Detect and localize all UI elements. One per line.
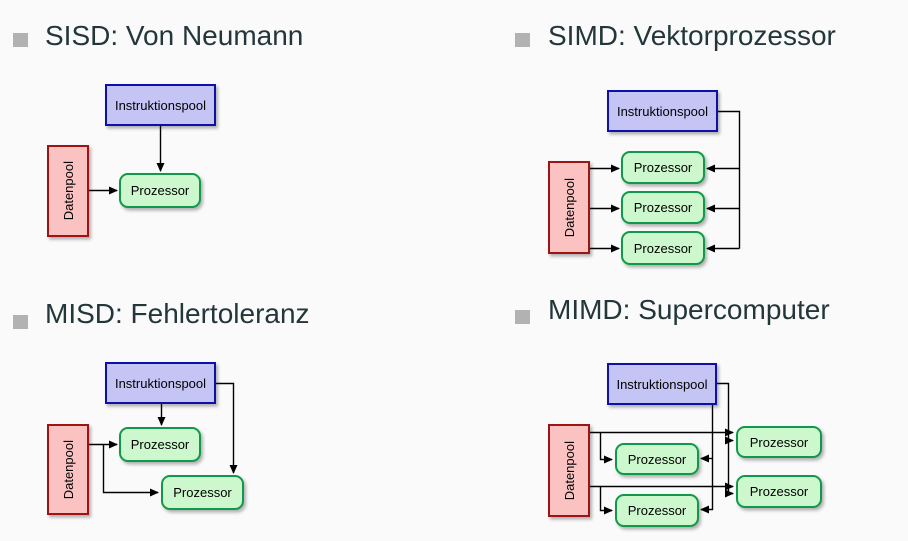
instruction-pool-label: Instruktionspool — [114, 97, 207, 113]
quadrant-title: MISD: Fehlertoleranz — [45, 298, 310, 329]
instruction-pool-label: Instruktionspool — [616, 103, 709, 119]
data-pool-label: Datenpool — [561, 440, 577, 501]
processor-label: Prozessor — [749, 484, 809, 499]
processor-label: Prozessor — [130, 437, 190, 452]
processor-label: Prozessor — [627, 451, 687, 467]
data-pool-box: Datenpool — [47, 145, 89, 237]
quadrant-misd: MISD: Fehlertoleranz Instruktionspool Da… — [0, 270, 454, 541]
bullet-icon — [13, 33, 28, 47]
instruction-pool-box: Instruktionspool — [105, 362, 216, 404]
processor-box: Prozessor — [119, 427, 201, 462]
instruction-pool-box: Instruktionspool — [105, 84, 216, 126]
data-pool-box: Datenpool — [548, 161, 590, 254]
processor-box: Prozessor — [621, 231, 705, 265]
quadrant-title: SIMD: Vektorprozessor — [548, 20, 836, 51]
processor-label: Prozessor — [173, 485, 232, 500]
processor-box: Prozessor — [615, 443, 699, 475]
quadrant-mimd: MIMD: Supercomputer Instruktionspool Dat… — [454, 270, 908, 541]
processor-label: Prozessor — [749, 434, 809, 450]
processor-label: Prozessor — [130, 183, 190, 198]
processor-label: Prozessor — [633, 160, 693, 175]
quadrant-title: SISD: Von Neumann — [45, 20, 304, 51]
data-pool-label: Datenpool — [60, 161, 76, 221]
processor-box: Prozessor — [621, 191, 705, 224]
connector-lines — [89, 126, 165, 195]
data-pool-label: Datenpool — [561, 177, 577, 238]
quadrant-sisd: SISD: Von Neumann Instruktionspool Daten… — [0, 0, 454, 271]
quadrant-simd: SIMD: Vektorprozessor Instruktionspool D… — [454, 0, 908, 271]
bullet-icon — [515, 33, 530, 47]
instruction-pool-box: Instruktionspool — [607, 90, 718, 132]
processor-box: Prozessor — [621, 151, 705, 184]
processor-label: Prozessor — [627, 503, 687, 518]
instruction-pool-label: Instruktionspool — [616, 376, 708, 392]
processor-label: Prozessor — [633, 200, 693, 215]
processor-box: Prozessor — [161, 475, 244, 510]
processor-box: Prozessor — [736, 426, 822, 458]
data-pool-label: Datenpool — [60, 439, 76, 500]
bullet-icon — [13, 315, 28, 329]
data-pool-box: Datenpool — [47, 424, 89, 515]
data-pool-box: Datenpool — [548, 424, 590, 517]
instruction-pool-label: Instruktionspool — [114, 375, 207, 391]
processor-box: Prozessor — [615, 494, 699, 527]
connector-lines — [590, 110, 741, 253]
processor-box: Prozessor — [119, 173, 201, 208]
connector-lines — [89, 382, 238, 497]
quadrant-title: MIMD: Supercomputer — [548, 294, 830, 325]
connector-lines — [590, 382, 734, 515]
processor-label: Prozessor — [633, 240, 693, 256]
bullet-icon — [515, 310, 530, 324]
processor-box: Prozessor — [736, 475, 822, 508]
instruction-pool-box: Instruktionspool — [607, 363, 717, 405]
